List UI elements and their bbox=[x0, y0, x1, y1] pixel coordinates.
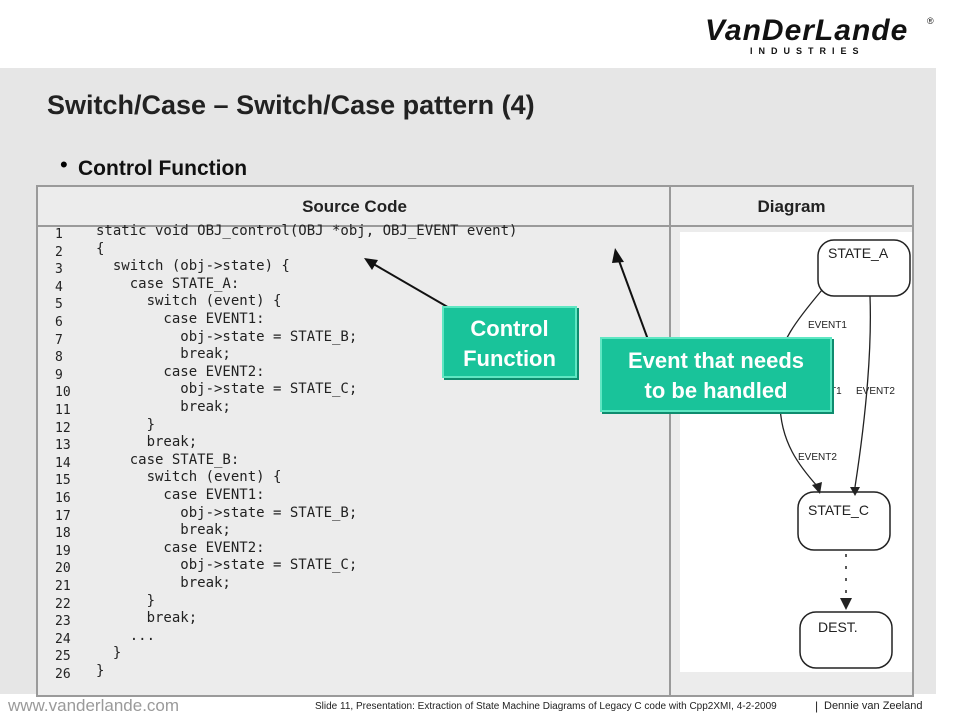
line-number: 15 bbox=[55, 473, 71, 489]
line-number: 4 bbox=[55, 279, 63, 295]
bullet-control-function: Control Function bbox=[78, 157, 248, 180]
footer-separator: | bbox=[815, 699, 819, 713]
code-line: break; bbox=[96, 434, 198, 451]
footer-author: Dennie van Zeeland bbox=[824, 700, 923, 712]
line-number: 3 bbox=[55, 262, 63, 278]
callout-control-line2: Function bbox=[463, 346, 556, 371]
state-diagram: STATE_A STATE_C DEST. EVENT1 T1 EVENT2 E… bbox=[680, 232, 912, 672]
line-number: 14 bbox=[55, 455, 71, 471]
code-line: case EVENT1: bbox=[96, 311, 265, 327]
code-line: } bbox=[96, 416, 156, 433]
edge-label-event1-mid: T1 bbox=[830, 386, 842, 397]
footer-slide-info: Slide 11, Presentation: Extraction of St… bbox=[315, 701, 777, 712]
line-number: 16 bbox=[55, 491, 71, 506]
code-line: static void OBJ_control(OBJ *obj, OBJ_EV… bbox=[96, 223, 518, 239]
code-line: break; bbox=[96, 399, 231, 415]
code-line: case EVENT2: bbox=[96, 539, 265, 556]
line-number: 10 bbox=[55, 385, 71, 401]
code-line: ... bbox=[96, 627, 156, 644]
code-line: break; bbox=[96, 522, 231, 539]
line-number: 25 bbox=[55, 649, 71, 665]
callout-event-handled: Event that needs to be handled bbox=[600, 337, 832, 412]
arrowhead-c-to-dest bbox=[840, 598, 852, 610]
callout-control-function: Control Function bbox=[442, 306, 577, 378]
line-number: 6 bbox=[55, 315, 63, 330]
code-line: case STATE_B: bbox=[96, 451, 240, 468]
arrowhead-a-to-c bbox=[850, 487, 860, 496]
state-c-label: STATE_C bbox=[808, 502, 869, 518]
line-number: 17 bbox=[55, 508, 71, 524]
line-number: 11 bbox=[55, 403, 71, 418]
line-number: 26 bbox=[55, 667, 71, 682]
code-line: obj->state = STATE_B; bbox=[96, 328, 358, 345]
line-number: 1 bbox=[55, 227, 63, 242]
line-number: 22 bbox=[55, 596, 71, 612]
line-number: 9 bbox=[55, 367, 63, 383]
state-a-node bbox=[817, 239, 911, 297]
line-number: 21 bbox=[55, 579, 71, 594]
column-divider bbox=[669, 187, 671, 695]
line-number: 7 bbox=[55, 332, 63, 348]
line-number: 2 bbox=[55, 244, 63, 260]
code-line: break; bbox=[96, 575, 231, 591]
state-a-label: STATE_A bbox=[828, 245, 889, 261]
dest-node bbox=[799, 611, 893, 669]
code-line: obj->state = STATE_C; bbox=[96, 557, 358, 574]
transition-a-to-c bbox=[854, 295, 871, 488]
dest-label: DEST. bbox=[818, 619, 858, 635]
line-number: 12 bbox=[55, 420, 71, 436]
column-header-diagram: Diagram bbox=[757, 197, 826, 216]
slide-title: Switch/Case – Switch/Case pattern (4) bbox=[47, 90, 535, 120]
code-line: break; bbox=[96, 610, 198, 627]
code-line: } bbox=[96, 592, 156, 609]
code-line: { bbox=[96, 240, 105, 257]
logo-subtitle: INDUSTRIES bbox=[750, 46, 865, 56]
line-number: 24 bbox=[55, 631, 71, 647]
column-header-source-code: Source Code bbox=[302, 197, 407, 216]
code-line: case EVENT1: bbox=[96, 487, 265, 503]
code-line: switch (obj->state) { bbox=[96, 258, 290, 275]
transition-b-to-c bbox=[779, 401, 819, 488]
line-number: 8 bbox=[55, 350, 63, 366]
code-line: obj->state = STATE_B; bbox=[96, 504, 358, 521]
edge-label-event1-top: EVENT1 bbox=[808, 320, 847, 331]
callout-event-line2: to be handled bbox=[644, 378, 788, 403]
line-number: 13 bbox=[55, 438, 71, 454]
line-number: 20 bbox=[55, 561, 71, 577]
line-number: 23 bbox=[55, 614, 71, 630]
code-line: switch (event) { bbox=[96, 293, 282, 310]
arrowhead-b-to-c bbox=[812, 482, 822, 494]
bullet-dot: • bbox=[60, 152, 68, 177]
code-line: } bbox=[96, 663, 105, 679]
table-header-row: Source Code Diagram bbox=[38, 187, 912, 227]
edge-label-event2-right: EVENT2 bbox=[856, 386, 895, 397]
code-line: obj->state = STATE_C; bbox=[96, 381, 358, 398]
top-bar: VanDerLande INDUSTRIES ® bbox=[0, 0, 960, 68]
line-number: 18 bbox=[55, 526, 71, 542]
callout-event-line1: Event that needs bbox=[627, 348, 805, 373]
state-c-node bbox=[797, 491, 891, 551]
footer-url[interactable]: www.vanderlande.com bbox=[8, 696, 180, 715]
code-line: break; bbox=[96, 346, 231, 363]
logo-wordmark: VanDerLande bbox=[705, 14, 909, 47]
line-number: 5 bbox=[55, 297, 63, 313]
code-line: case STATE_A: bbox=[96, 275, 240, 292]
edge-label-event2-bottom: EVENT2 bbox=[798, 452, 837, 463]
line-number: 19 bbox=[55, 543, 71, 559]
code-line: switch (event) { bbox=[96, 469, 282, 486]
code-line: } bbox=[96, 645, 122, 662]
code-line: case EVENT2: bbox=[96, 363, 265, 380]
callout-control-line1: Control bbox=[470, 316, 549, 341]
logo-registered-mark: ® bbox=[927, 16, 934, 26]
state-diagram-svg: STATE_A STATE_C DEST. EVENT1 T1 EVENT2 E… bbox=[775, 239, 911, 669]
vanderlande-logo: VanDerLande INDUSTRIES ® bbox=[705, 14, 940, 64]
